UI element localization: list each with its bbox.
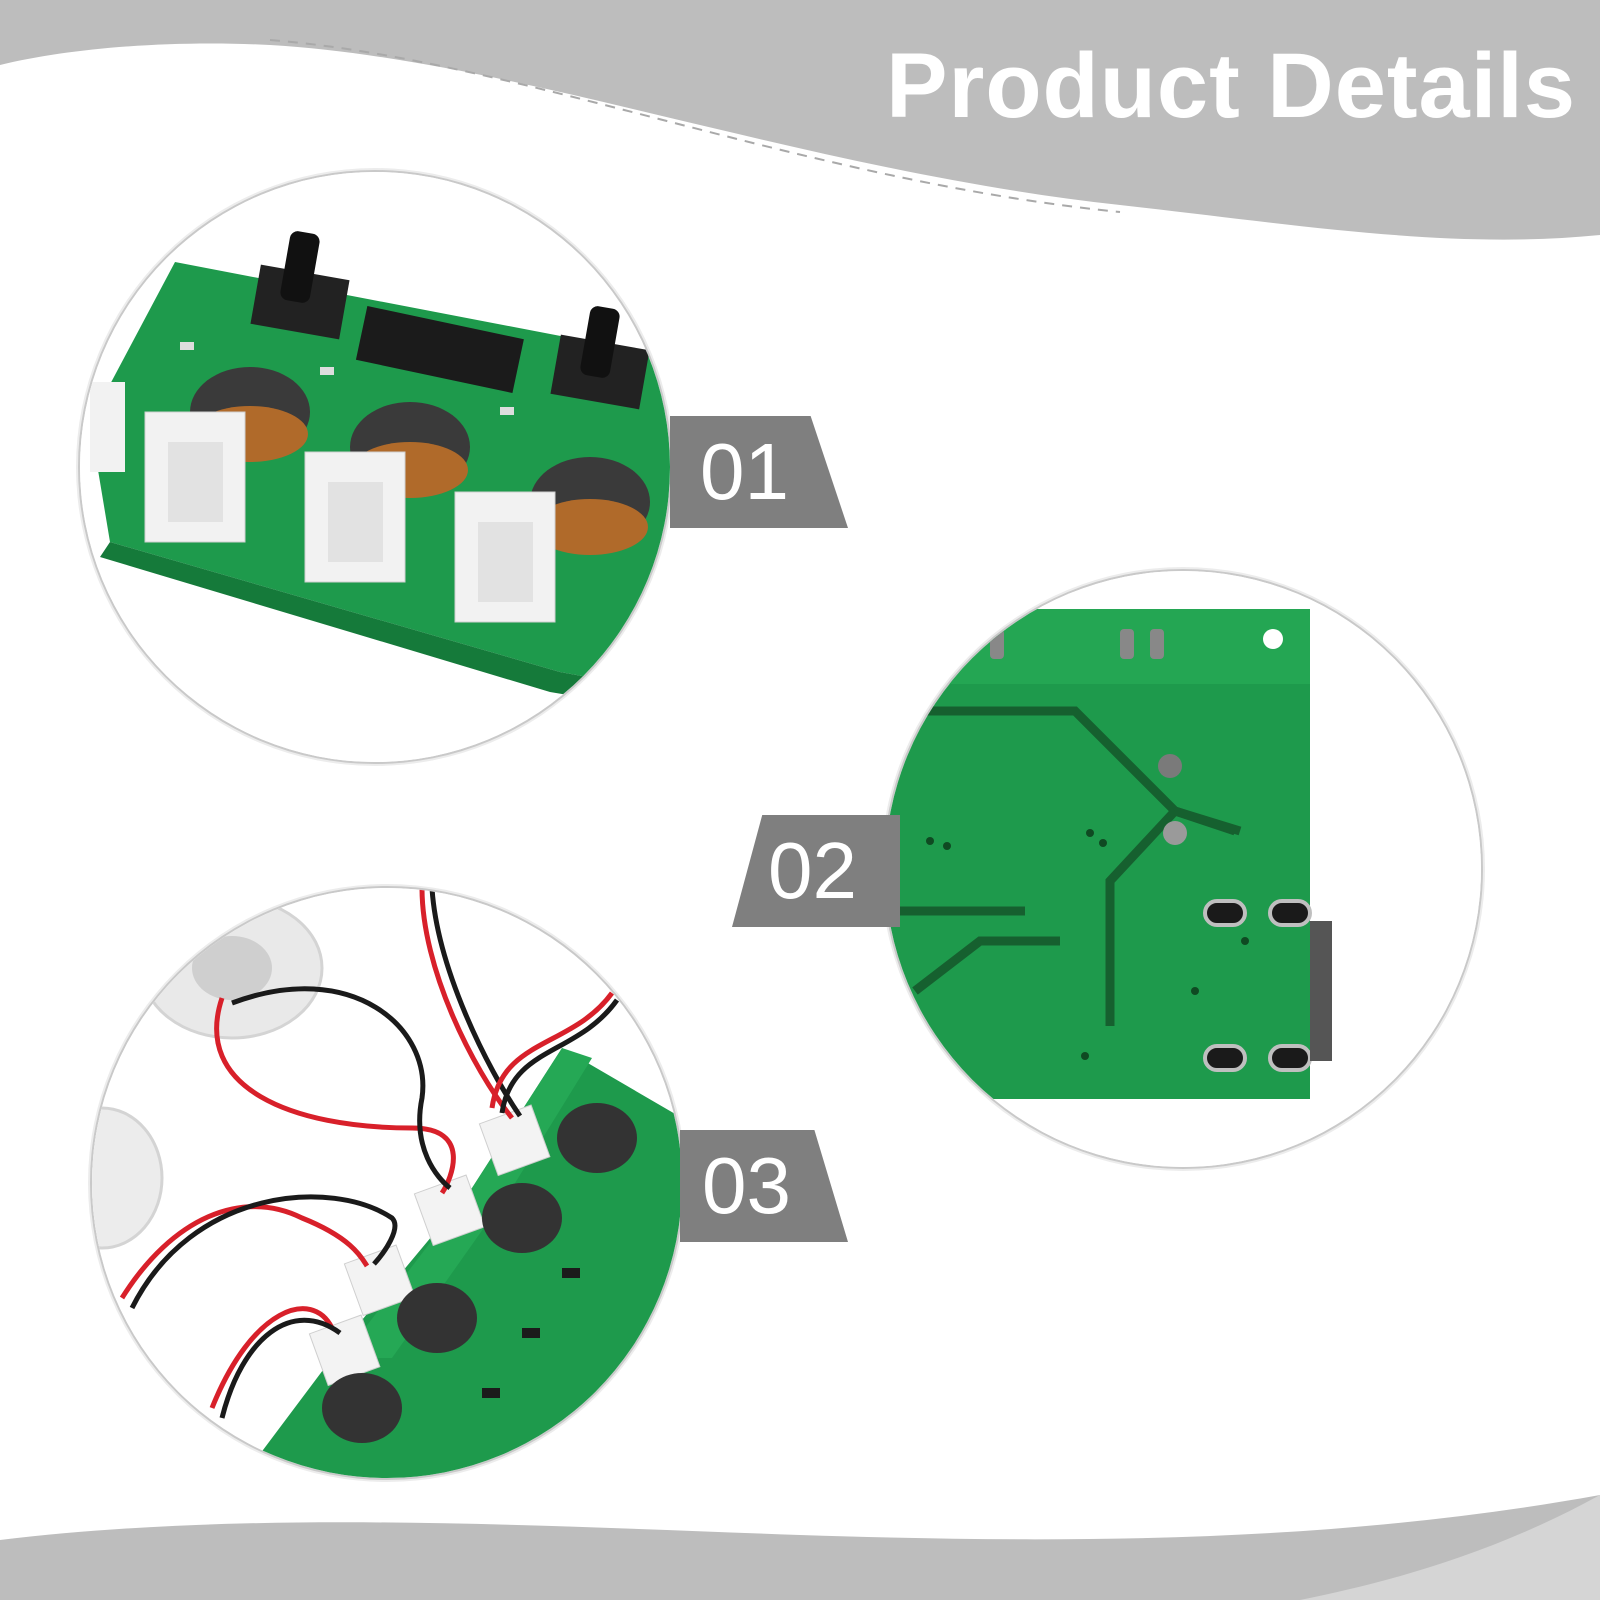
page-title: Product Details (886, 35, 1576, 137)
banner-dashed-line (269, 39, 1121, 213)
bottom-banner-highlight (1300, 1495, 1600, 1600)
detail-photo-2 (885, 571, 1481, 1167)
pcb-wired-view-illustration (92, 888, 682, 1478)
bottom-banner (0, 1495, 1600, 1600)
callout-number: 03 (702, 1141, 791, 1230)
callout-number: 01 (700, 427, 789, 516)
pcb-back-view-illustration (885, 571, 1481, 1167)
pcb-top-view-illustration (80, 172, 670, 762)
top-banner (0, 0, 1600, 240)
callout-tag-03: 03 (680, 1130, 848, 1242)
callout-tag-02: 02 (732, 815, 900, 927)
detail-photo-1 (80, 172, 670, 762)
callout-number: 02 (768, 826, 857, 915)
detail-photo-3 (92, 888, 682, 1478)
